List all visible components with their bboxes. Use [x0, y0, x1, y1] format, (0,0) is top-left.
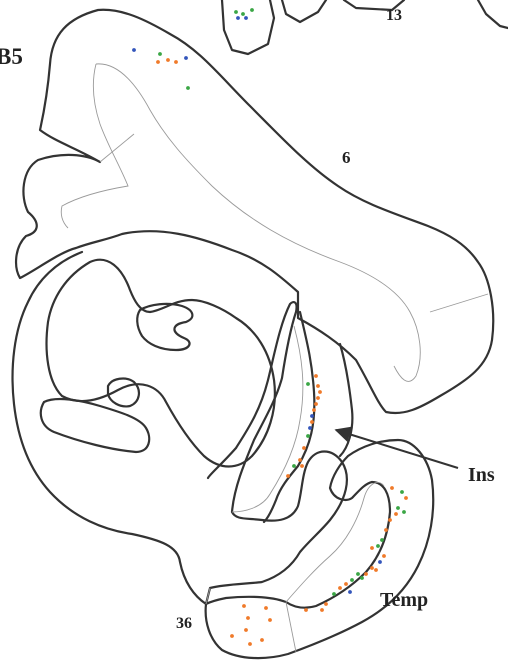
green-cell-dot	[292, 464, 296, 468]
green-cell-dot	[241, 12, 245, 16]
inner-lobe-left	[47, 260, 275, 467]
orange-cell-dot	[314, 402, 318, 406]
orange-cell-dot	[312, 408, 316, 412]
orange-cell-dot	[324, 602, 328, 606]
top-fragment-middle	[282, 0, 326, 22]
orange-cell-dot	[300, 464, 304, 468]
green-cell-dot	[186, 86, 190, 90]
orange-cell-dot	[286, 474, 290, 478]
green-cell-dot	[234, 10, 238, 14]
blue-cell-dot	[378, 560, 382, 564]
blue-cell-dot	[132, 48, 136, 52]
orange-cell-dot	[174, 60, 178, 64]
orange-cell-dot	[242, 604, 246, 608]
orange-cell-dot	[316, 396, 320, 400]
blue-cell-dot	[184, 56, 188, 60]
orange-cell-dot	[390, 486, 394, 490]
area-6-label: 6	[342, 148, 351, 167]
orange-cell-dot	[318, 390, 322, 394]
frontal-right-divider	[430, 294, 488, 312]
top-fragment-left	[222, 0, 274, 54]
temporal-lobe-outline	[206, 440, 434, 658]
top-fragment-far-right	[478, 0, 508, 28]
orange-cell-dot	[156, 60, 160, 64]
orange-cell-dot	[310, 420, 314, 424]
orange-cell-dot	[230, 634, 234, 638]
orange-cell-dot	[364, 572, 368, 576]
panel-label: B5	[0, 44, 23, 69]
orange-cell-dot	[244, 628, 248, 632]
orange-cell-dot	[268, 618, 272, 622]
orange-cell-dot	[260, 638, 264, 642]
green-cell-dot	[332, 592, 336, 596]
blue-cell-dot	[348, 590, 352, 594]
orange-cell-dot	[370, 566, 374, 570]
area-13-label: 13	[386, 7, 402, 24]
orange-cell-dot	[298, 458, 302, 462]
orange-cell-dot	[404, 496, 408, 500]
orange-cell-dot	[302, 446, 306, 450]
blue-cell-dot	[236, 16, 240, 20]
frontal-area-divider	[100, 134, 134, 162]
orange-cell-dot	[370, 546, 374, 550]
orange-cell-dot	[314, 374, 318, 378]
frontal-inner-boundary	[96, 64, 420, 382]
orange-cell-dot	[166, 58, 170, 62]
area-36-label: 36	[176, 615, 192, 632]
orange-cell-dot	[394, 512, 398, 516]
green-cell-dot	[396, 506, 400, 510]
green-cell-dot	[376, 544, 380, 548]
orange-cell-dot	[248, 642, 252, 646]
inner-oval-bottom	[41, 399, 149, 452]
orange-cell-dot	[388, 518, 392, 522]
temporal-label: Temp	[380, 589, 428, 611]
green-cell-dot	[360, 576, 364, 580]
green-cell-dot	[306, 382, 310, 386]
temporal-inner-boundary	[286, 482, 384, 602]
blue-cell-dot	[310, 414, 314, 418]
green-cell-dot	[350, 578, 354, 582]
orange-cell-dot	[304, 608, 308, 612]
orange-cell-dot	[374, 568, 378, 572]
orange-cell-dot	[264, 606, 268, 610]
orange-cell-dot	[344, 582, 348, 586]
temporal-area-divider	[286, 602, 296, 652]
green-cell-dot	[402, 510, 406, 514]
frontal-inner-boundary-b	[61, 64, 128, 228]
green-cell-dot	[400, 490, 404, 494]
orange-cell-dot	[382, 554, 386, 558]
green-cell-dot	[158, 52, 162, 56]
green-cell-dot	[356, 572, 360, 576]
insula-label: Ins	[468, 464, 495, 486]
green-cell-dot	[306, 434, 310, 438]
blue-cell-dot	[308, 426, 312, 430]
blue-cell-dot	[244, 16, 248, 20]
orange-cell-dot	[384, 528, 388, 532]
orange-cell-dot	[338, 586, 342, 590]
green-cell-dot	[380, 538, 384, 542]
orange-cell-dot	[246, 616, 250, 620]
green-cell-dot	[250, 8, 254, 12]
insula-arrow	[336, 430, 458, 468]
orange-cell-dot	[316, 384, 320, 388]
frontal-lobe-outline	[16, 10, 493, 413]
orange-cell-dot	[320, 608, 324, 612]
